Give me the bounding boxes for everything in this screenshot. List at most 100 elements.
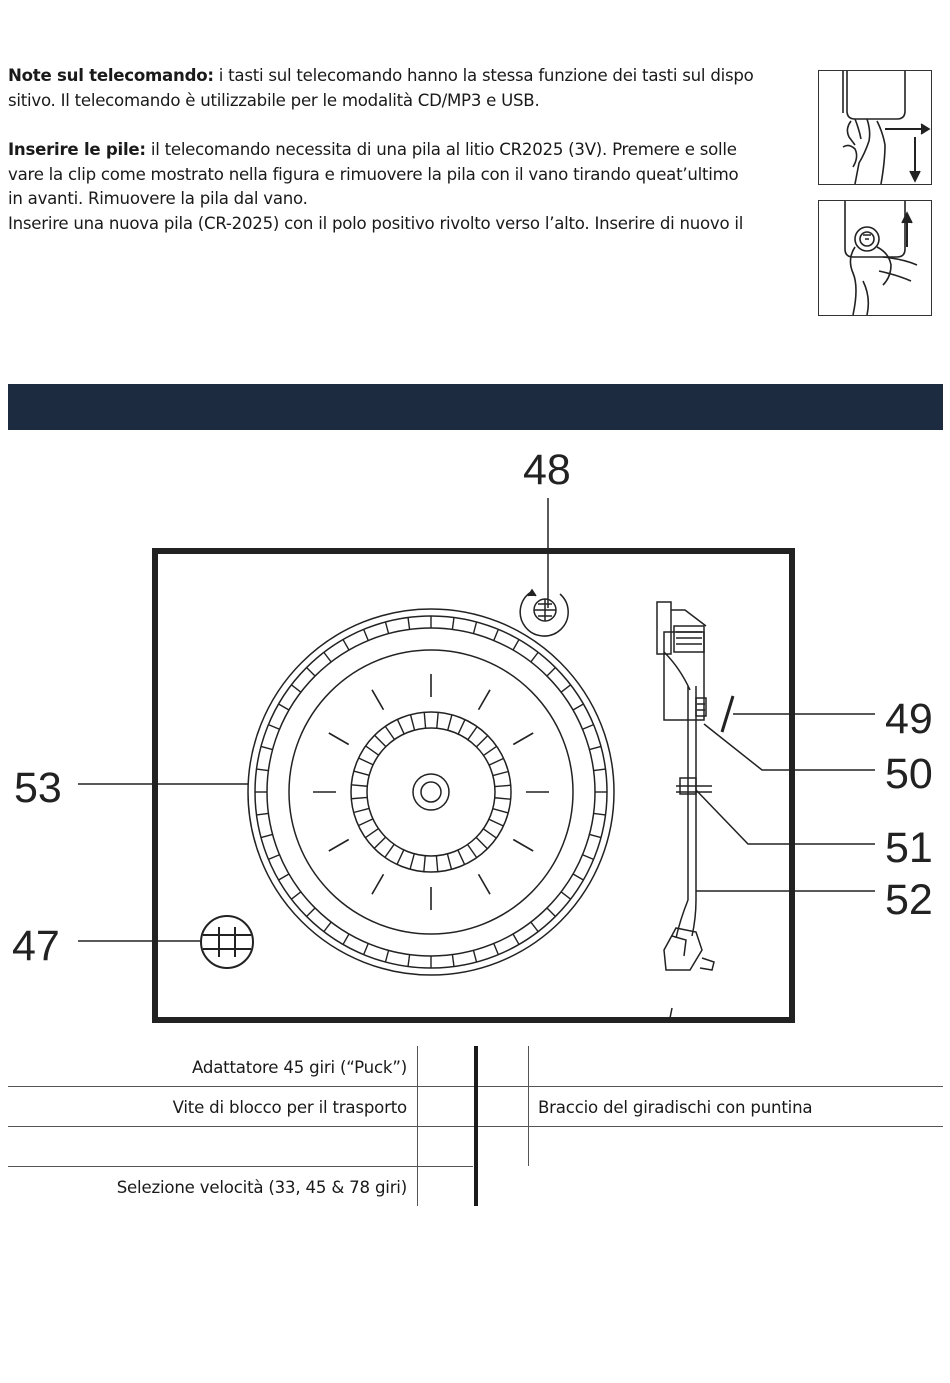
battery-note-text-4: Inserire una nuova pila (CR-2025) con il… [8,213,744,233]
puck-adapter [200,915,254,969]
platter-tick [351,796,368,800]
platter-tick [488,818,504,827]
platter-tick [589,833,602,839]
platter-tick [475,836,488,850]
table-row: Selezione velocità (33, 45 & 78 giri) [8,1168,943,1208]
platter-tick [435,855,439,872]
platter-tick [353,770,370,776]
section-header-band [8,384,943,430]
battery-note-text-3: in avanti. Rimuovere la pila dal vano. [8,189,308,208]
platter-tick [351,784,368,787]
platter-tick [447,714,453,731]
platter-tick [477,873,491,895]
speed-selector-knob [519,588,569,637]
platter-tick [256,768,269,772]
platter-tick [290,891,302,900]
callout-51: 51 [885,824,933,872]
platter-tick [492,770,509,777]
legend-speed-selection: Selezione velocità (33, 45 & 78 giri) [116,1178,407,1197]
platter-tick [546,667,556,677]
platter-tick [396,719,405,735]
platter-tick [323,921,332,933]
platter-tick [494,797,511,800]
platter-tick [306,667,316,677]
platter-tick [475,735,489,748]
platter-tick [364,827,379,839]
platter-tick [582,724,594,730]
table-center-divider [474,1046,478,1206]
callout-50: 50 [885,750,933,798]
turntable-body [152,548,795,1023]
callout-49: 49 [885,695,933,743]
table-column-divider [528,1046,529,1166]
callout-48: 48 [523,446,571,494]
platter-tick [493,943,499,955]
platter-tick [260,745,273,751]
platter-tick [493,629,499,641]
platter-tick [363,943,369,955]
platter-tick [512,732,534,746]
platter-tick [530,651,539,663]
platter-tick [256,812,269,816]
platter-tick [572,703,584,711]
battery-note-text: il telecomando necessita di una pila al … [145,140,737,159]
platter-tick [371,873,385,895]
platter-tick [446,853,453,870]
platter-tick [589,745,602,751]
platter-tick [407,954,411,967]
platter-tick [472,950,478,963]
battery-note-text-2: vare la clip come mostrato nella figura … [8,164,739,184]
battery-note-title: Inserire le pile: [8,140,146,159]
platter-tick [472,621,478,634]
platter-tick [290,684,302,693]
platter-tick [488,757,504,766]
platter-tick [409,714,416,731]
platter-tick [384,621,390,634]
platter-tick [466,844,478,859]
platter-tick [358,818,374,827]
platter [247,608,615,976]
platter-tick [384,725,396,740]
platter-tick [363,629,369,641]
platter-tick [373,836,387,849]
platter-tick [371,689,385,711]
platter-tick [358,757,374,766]
platter-tick [560,891,572,900]
platter-tick [323,651,332,663]
platter-tick [423,712,427,729]
platter-tick [512,933,520,945]
platter-tick [572,873,584,881]
platter-tick [328,732,350,746]
platter-tick [423,855,426,872]
remote-note-text-2: sitivo. Il telecomando è utilizzabile pe… [8,90,540,110]
table-divider [8,1166,473,1167]
platter-tick [483,745,498,757]
platter-tick [494,784,511,788]
platter-tick [384,950,390,963]
platter-tick [582,854,594,860]
legend-tonearm-with-stylus: Braccio del giradischi con puntina [538,1098,813,1117]
table-row [8,1128,943,1168]
platter-tick [457,849,466,865]
platter-tick [457,719,466,735]
callout-53: 53 [14,764,62,812]
platter-tick [268,854,280,860]
remote-note-title: Note sul telecomando: [8,66,214,85]
platter-tick [342,933,350,945]
battery-remove-illustration [818,70,932,185]
callout-52: 52 [885,876,933,924]
platter-tick [306,907,316,917]
parts-legend-table: Adattatore 45 giri (“Puck”) Vite di bloc… [8,1046,943,1206]
callout-47: 47 [12,922,60,970]
platter-tick [268,724,280,730]
battery-insert-illustration [818,200,932,316]
legend-transport-lock-screw: Vite di blocco per il trasporto [172,1098,408,1117]
platter-tick [342,639,350,651]
platter-tick [530,921,539,933]
turntable-diagram: 48 49 50 51 52 53 47 [0,440,950,1044]
platter-tick [482,828,497,839]
platter-tick [512,838,534,852]
remote-note: Note sul telecomando: i tasti sul teleco… [8,64,808,113]
table-column-divider [417,1046,418,1206]
platter-tick [328,838,350,852]
